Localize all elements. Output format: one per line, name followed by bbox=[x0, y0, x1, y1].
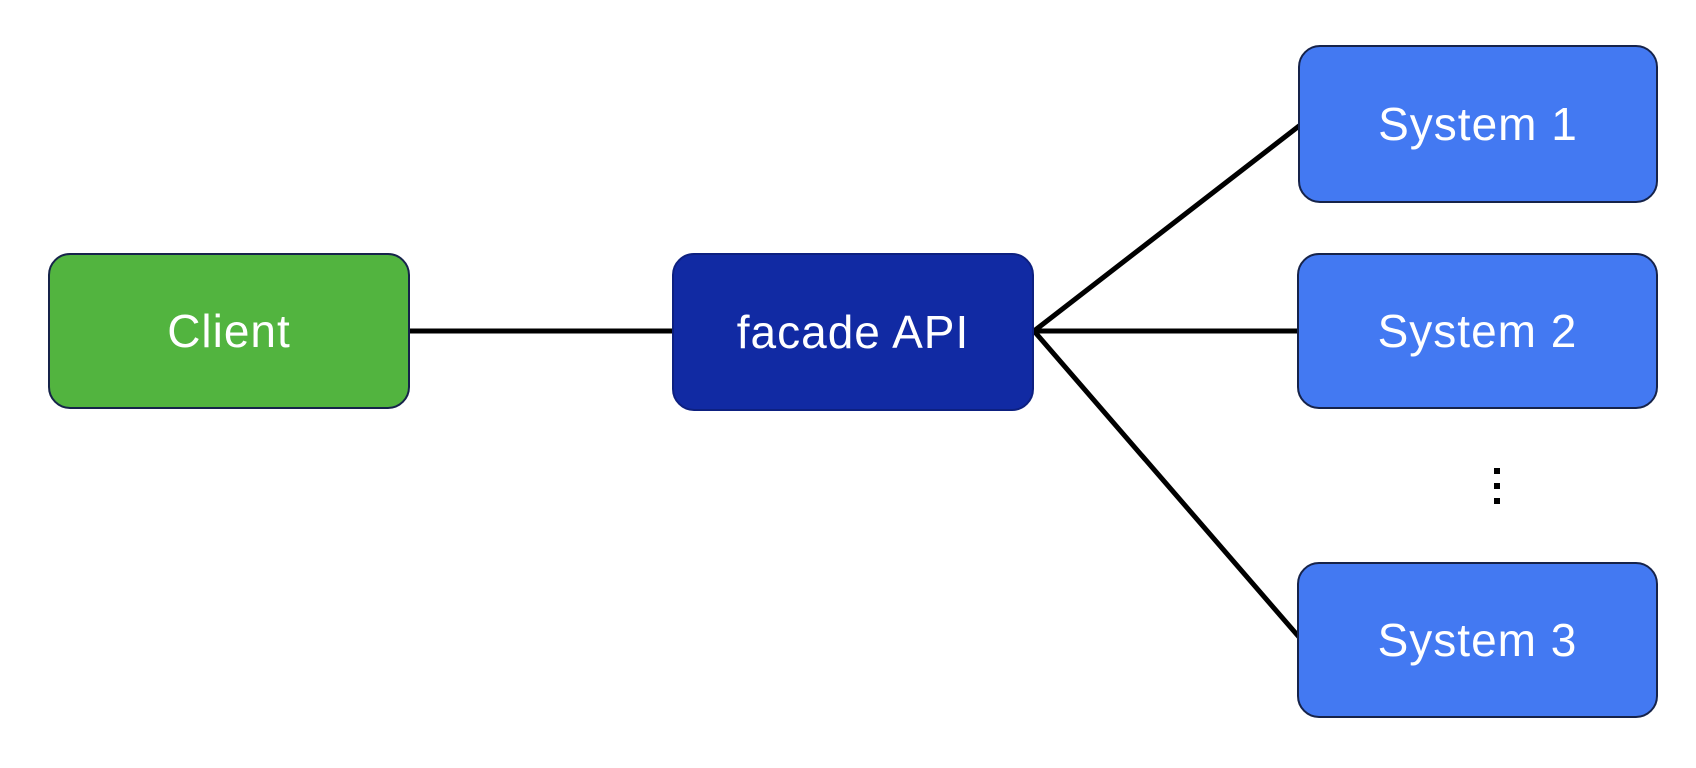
node-system-1-label: System 1 bbox=[1378, 98, 1578, 150]
ellipsis-dot bbox=[1494, 483, 1500, 489]
vertical-ellipsis-icon bbox=[1494, 468, 1500, 504]
ellipsis-dot bbox=[1494, 498, 1500, 504]
connector-facade-system1 bbox=[1031, 123, 1302, 334]
node-client: Client bbox=[48, 253, 410, 409]
node-system-3-label: System 3 bbox=[1377, 614, 1578, 666]
connector-facade-system3 bbox=[1031, 328, 1302, 640]
node-system-2-label: System 2 bbox=[1377, 305, 1578, 357]
node-facade-api-label: facade API bbox=[736, 306, 970, 358]
node-client-label: Client bbox=[167, 305, 291, 357]
node-facade-api: facade API bbox=[672, 253, 1034, 411]
ellipsis-dot bbox=[1494, 468, 1500, 474]
node-system-1: System 1 bbox=[1298, 45, 1658, 203]
node-system-2: System 2 bbox=[1297, 253, 1658, 409]
node-system-3: System 3 bbox=[1297, 562, 1658, 718]
